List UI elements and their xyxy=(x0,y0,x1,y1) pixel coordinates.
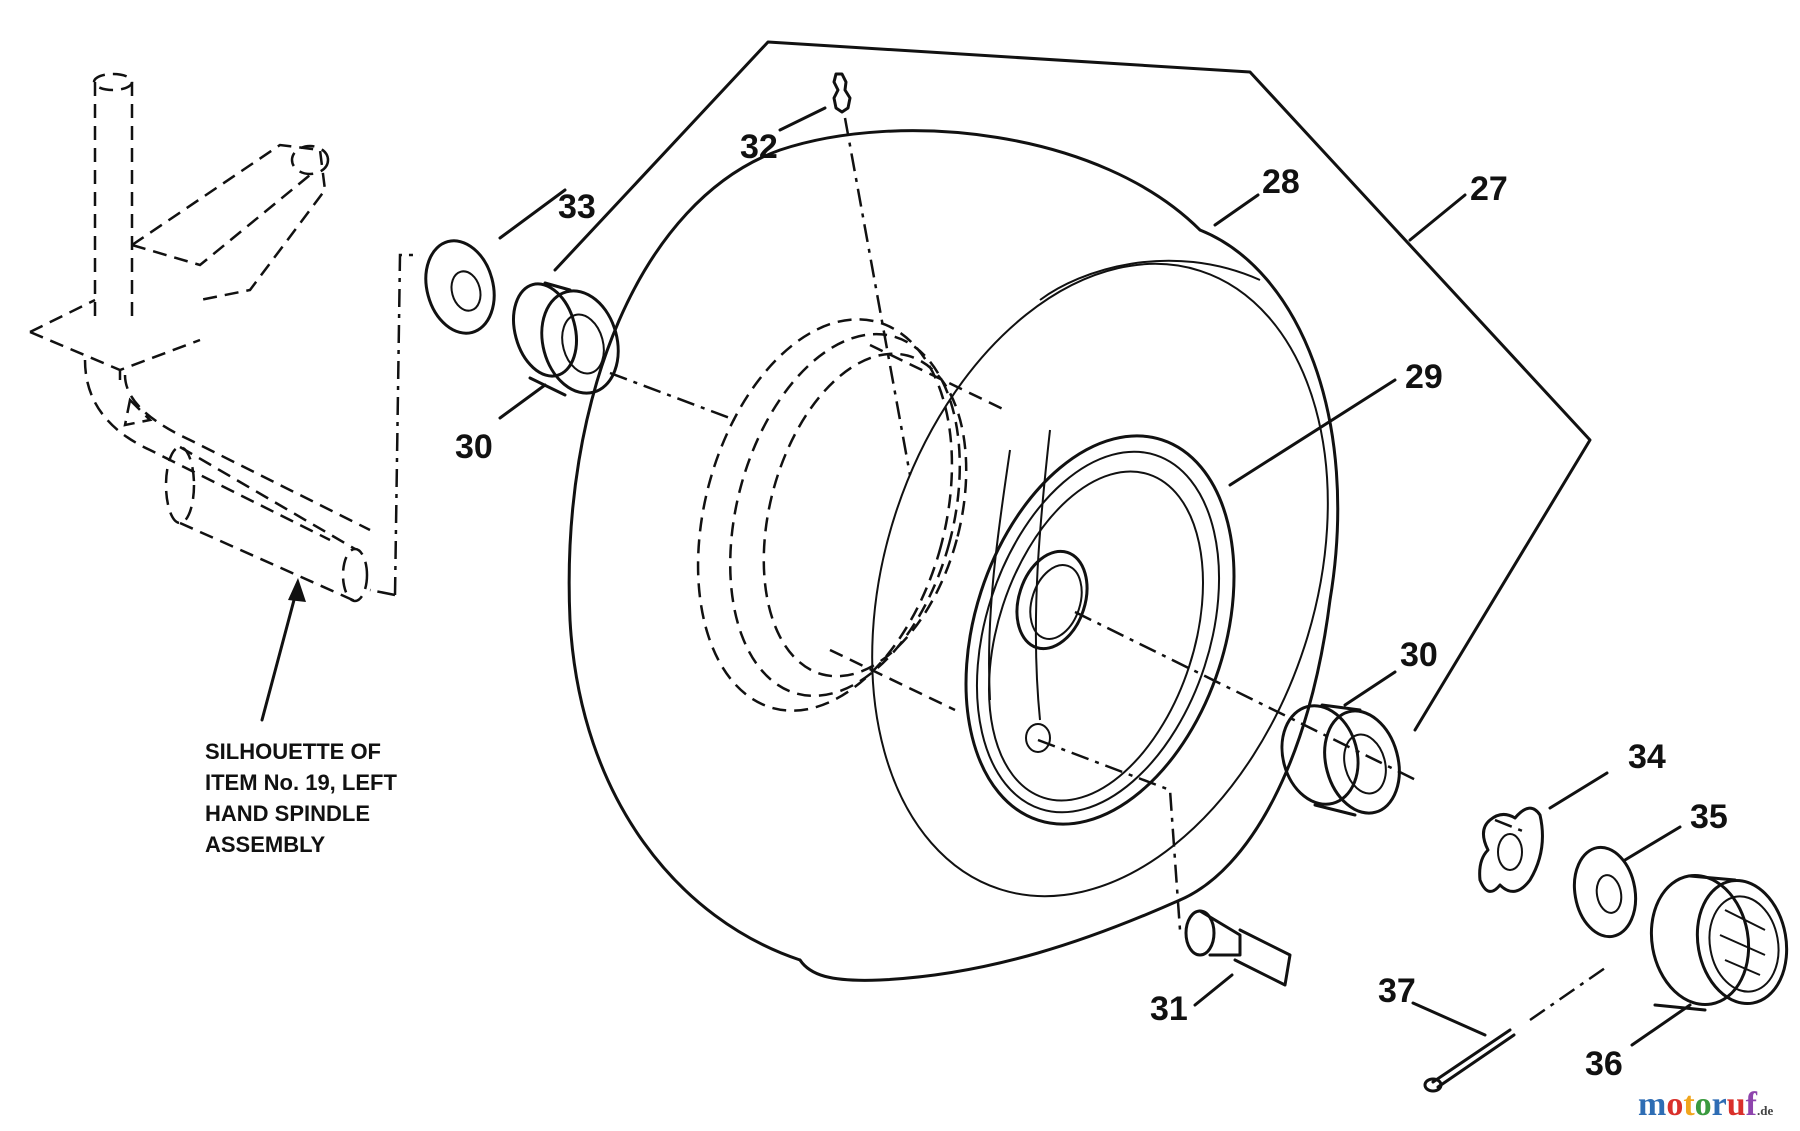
note-line: SILHOUETTE OF xyxy=(205,739,381,764)
spindle-silhouette xyxy=(29,72,371,603)
flat-washer-inner xyxy=(424,239,496,335)
bushing-outer xyxy=(1280,703,1401,817)
label-33: 33 xyxy=(558,188,596,226)
watermark-letter: t xyxy=(1683,1086,1695,1123)
label-28: 28 xyxy=(1262,163,1300,201)
flat-washer-outer xyxy=(1572,845,1638,939)
leader-lines xyxy=(498,106,1692,1047)
label-35: 35 xyxy=(1690,798,1728,836)
spindle-axis-bracket xyxy=(393,253,420,596)
valve-stem xyxy=(1037,738,1292,987)
rim-hidden-edges xyxy=(696,318,1006,712)
label-27: 27 xyxy=(1470,170,1508,208)
label-29: 29 xyxy=(1405,358,1443,396)
watermark-letter: m xyxy=(1638,1086,1667,1123)
hub-cap xyxy=(1649,873,1789,1012)
watermark-letter: r xyxy=(1711,1086,1727,1123)
label-31: 31 xyxy=(1150,990,1188,1028)
watermark-letter: o xyxy=(1666,1086,1684,1123)
watermark-suffix: .de xyxy=(1757,1103,1774,1118)
watermark-letter: u xyxy=(1726,1086,1746,1123)
bushing-inner xyxy=(512,281,620,397)
label-30-outer: 30 xyxy=(1400,636,1438,674)
tire xyxy=(567,129,1340,982)
part-labels: 33 32 28 27 30 29 30 34 35 31 37 36 xyxy=(455,128,1728,1083)
label-36: 36 xyxy=(1585,1045,1623,1083)
label-37: 37 xyxy=(1378,972,1416,1010)
label-32: 32 xyxy=(740,128,778,166)
spacer-washer xyxy=(1478,806,1544,893)
cotter-pin xyxy=(1423,966,1606,1093)
silhouette-note: SILHOUETTE OF ITEM No. 19, LEFT HAND SPI… xyxy=(205,736,397,860)
watermark-letter: o xyxy=(1694,1086,1712,1123)
grease-fitting xyxy=(832,72,912,476)
silhouette-arrow xyxy=(260,578,306,722)
note-line: ITEM No. 19, LEFT xyxy=(205,770,397,795)
watermark-letter: f xyxy=(1745,1086,1757,1123)
assembly-bracket-27 xyxy=(553,40,1592,732)
note-line: HAND SPINDLE xyxy=(205,801,371,826)
axle-centerline xyxy=(609,371,1526,834)
watermark-text: motoruf xyxy=(1638,1086,1757,1123)
watermark-logo: motoruf.de xyxy=(1638,1086,1773,1124)
label-34: 34 xyxy=(1628,738,1666,776)
note-line: ASSEMBLY xyxy=(205,832,326,857)
rim xyxy=(964,429,1236,826)
label-30-inner: 30 xyxy=(455,428,493,466)
